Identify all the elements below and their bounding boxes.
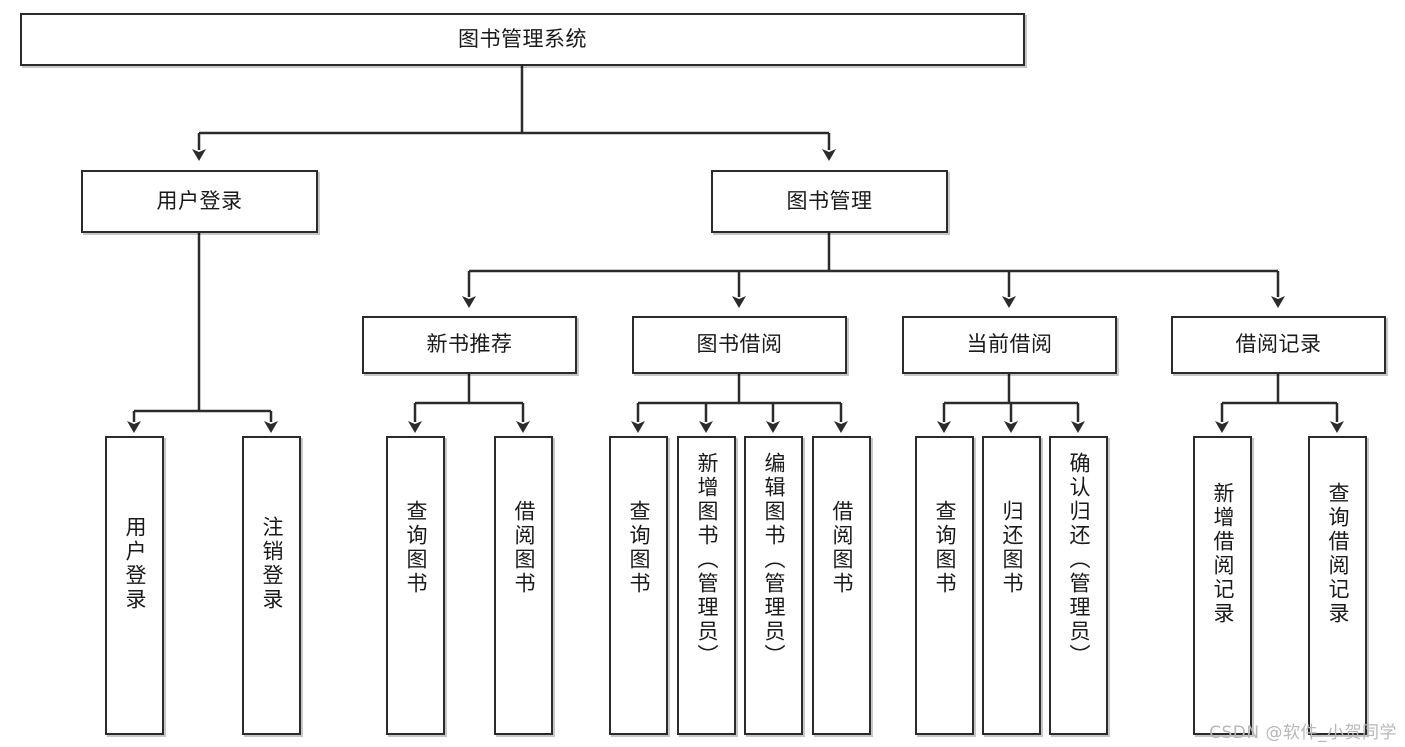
leaf-borrow-book-1[interactable]: 借阅图书 bbox=[494, 436, 553, 735]
leaf-borrow-book-2[interactable]: 借阅图书 bbox=[812, 436, 871, 735]
leaf-borrow-book-1-label: 借阅图书 bbox=[512, 500, 536, 596]
leaf-query-record-label: 查询借阅记录 bbox=[1326, 482, 1350, 626]
leaf-logout[interactable]: 注销登录 bbox=[242, 436, 301, 735]
leaf-query-record[interactable]: 查询借阅记录 bbox=[1308, 436, 1367, 735]
node-user-login-label: 用户登录 bbox=[156, 188, 243, 213]
node-book-borrow-label: 图书借阅 bbox=[696, 332, 783, 357]
node-new-book-recommend[interactable]: 新书推荐 bbox=[362, 316, 577, 374]
leaf-query-book-3-label: 查询图书 bbox=[933, 500, 957, 596]
node-borrow-record-label: 借阅记录 bbox=[1235, 332, 1322, 357]
leaf-add-book-label: 新增图书（管理员） bbox=[695, 452, 719, 668]
leaf-user-login[interactable]: 用户登录 bbox=[105, 436, 164, 735]
leaf-query-book-2-label: 查询图书 bbox=[627, 500, 651, 596]
leaf-add-book[interactable]: 新增图书（管理员） bbox=[677, 436, 736, 735]
leaf-confirm-return[interactable]: 确认归还（管理员） bbox=[1049, 436, 1108, 735]
leaf-query-book-3[interactable]: 查询图书 bbox=[915, 436, 974, 735]
node-book-borrow[interactable]: 图书借阅 bbox=[632, 316, 847, 374]
leaf-return-book[interactable]: 归还图书 bbox=[982, 436, 1041, 735]
node-root-label: 图书管理系统 bbox=[458, 26, 587, 51]
leaf-add-record-label: 新增借阅记录 bbox=[1211, 482, 1235, 626]
leaf-logout-label: 注销登录 bbox=[260, 516, 284, 612]
node-current-borrow[interactable]: 当前借阅 bbox=[902, 316, 1117, 374]
node-borrow-record[interactable]: 借阅记录 bbox=[1171, 316, 1386, 374]
leaf-user-login-label: 用户登录 bbox=[123, 516, 147, 612]
node-book-management-label: 图书管理 bbox=[786, 188, 873, 213]
node-book-management[interactable]: 图书管理 bbox=[711, 170, 948, 233]
leaf-confirm-return-label: 确认归还（管理员） bbox=[1067, 452, 1091, 668]
csdn-watermark: CSDN @软件_小贺同学 bbox=[1209, 723, 1397, 743]
leaf-query-book-2[interactable]: 查询图书 bbox=[609, 436, 668, 735]
leaf-edit-book[interactable]: 编辑图书（管理员） bbox=[744, 436, 803, 735]
leaf-return-book-label: 归还图书 bbox=[1000, 500, 1024, 596]
leaf-borrow-book-2-label: 借阅图书 bbox=[830, 500, 854, 596]
node-user-login[interactable]: 用户登录 bbox=[81, 170, 318, 233]
leaf-add-record[interactable]: 新增借阅记录 bbox=[1193, 436, 1252, 735]
node-root[interactable]: 图书管理系统 bbox=[20, 13, 1025, 66]
node-new-book-recommend-label: 新书推荐 bbox=[426, 332, 513, 357]
leaf-query-book-1-label: 查询图书 bbox=[404, 500, 428, 596]
leaf-edit-book-label: 编辑图书（管理员） bbox=[762, 452, 786, 668]
leaf-query-book-1[interactable]: 查询图书 bbox=[386, 436, 445, 735]
node-current-borrow-label: 当前借阅 bbox=[966, 332, 1053, 357]
